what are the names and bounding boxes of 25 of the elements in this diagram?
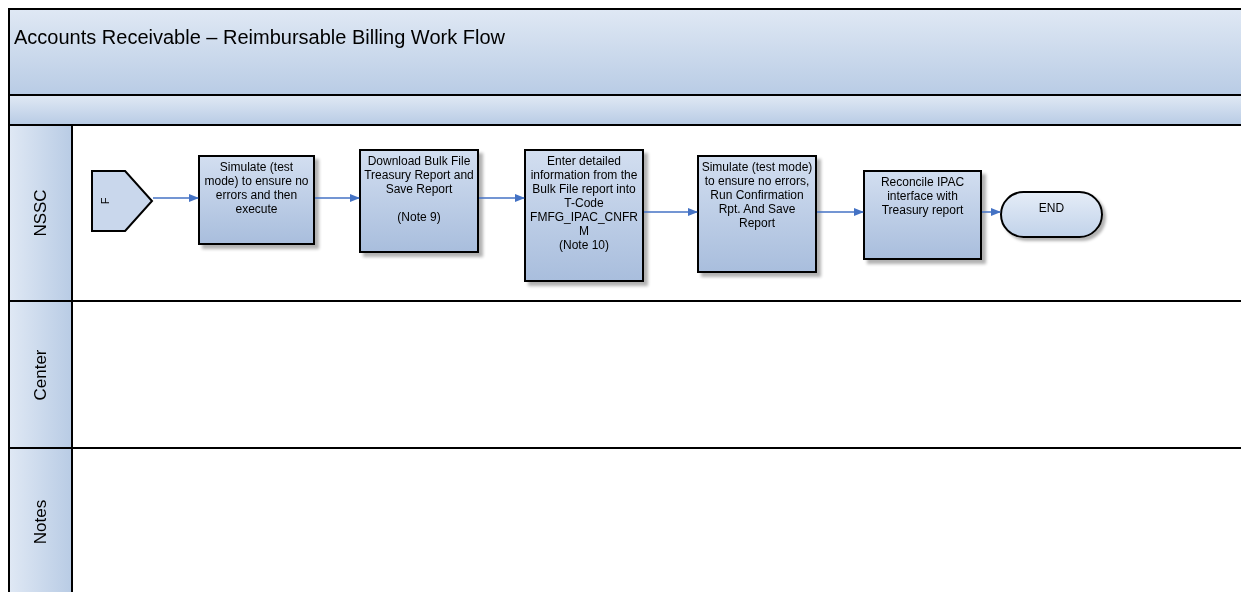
arrow bbox=[981, 207, 1002, 217]
connector-label: F bbox=[98, 197, 112, 205]
step-text: Enter detailed information from the Bulk File report into T-Code FMFG_IPAC_CNFRM bbox=[529, 154, 639, 238]
step-text: Reconcile IPAC interface with Treasury report bbox=[879, 175, 966, 217]
step-text: Download Bulk File Treasury Report and Save Report bbox=[363, 154, 475, 196]
diagram-title: Accounts Receivable – Reimbursable Billing Work Flow bbox=[14, 26, 505, 49]
step-text: (Note 10) bbox=[558, 238, 610, 252]
step-text: (Note 9) bbox=[396, 210, 442, 224]
step-text: Simulate (test mode) to ensure no errors and then execute bbox=[203, 160, 310, 216]
terminator bbox=[1000, 191, 1103, 238]
arrow bbox=[152, 193, 200, 203]
process-box bbox=[198, 155, 315, 245]
terminator-label: END bbox=[1038, 201, 1065, 215]
arrow bbox=[643, 207, 699, 217]
step-text: Simulate (test mode) to ensure no errors, Run Confirmation Rpt. And Save Report bbox=[701, 160, 813, 230]
process-box bbox=[863, 170, 982, 260]
lane-label: Center bbox=[30, 349, 51, 400]
arrow bbox=[478, 193, 526, 203]
arrow bbox=[816, 207, 865, 217]
process-box bbox=[359, 149, 479, 253]
process-box bbox=[524, 149, 644, 282]
lane-label: Notes bbox=[30, 499, 51, 545]
process-box bbox=[697, 155, 817, 273]
lane-label: NSSC bbox=[30, 189, 51, 237]
arrow bbox=[314, 193, 361, 203]
